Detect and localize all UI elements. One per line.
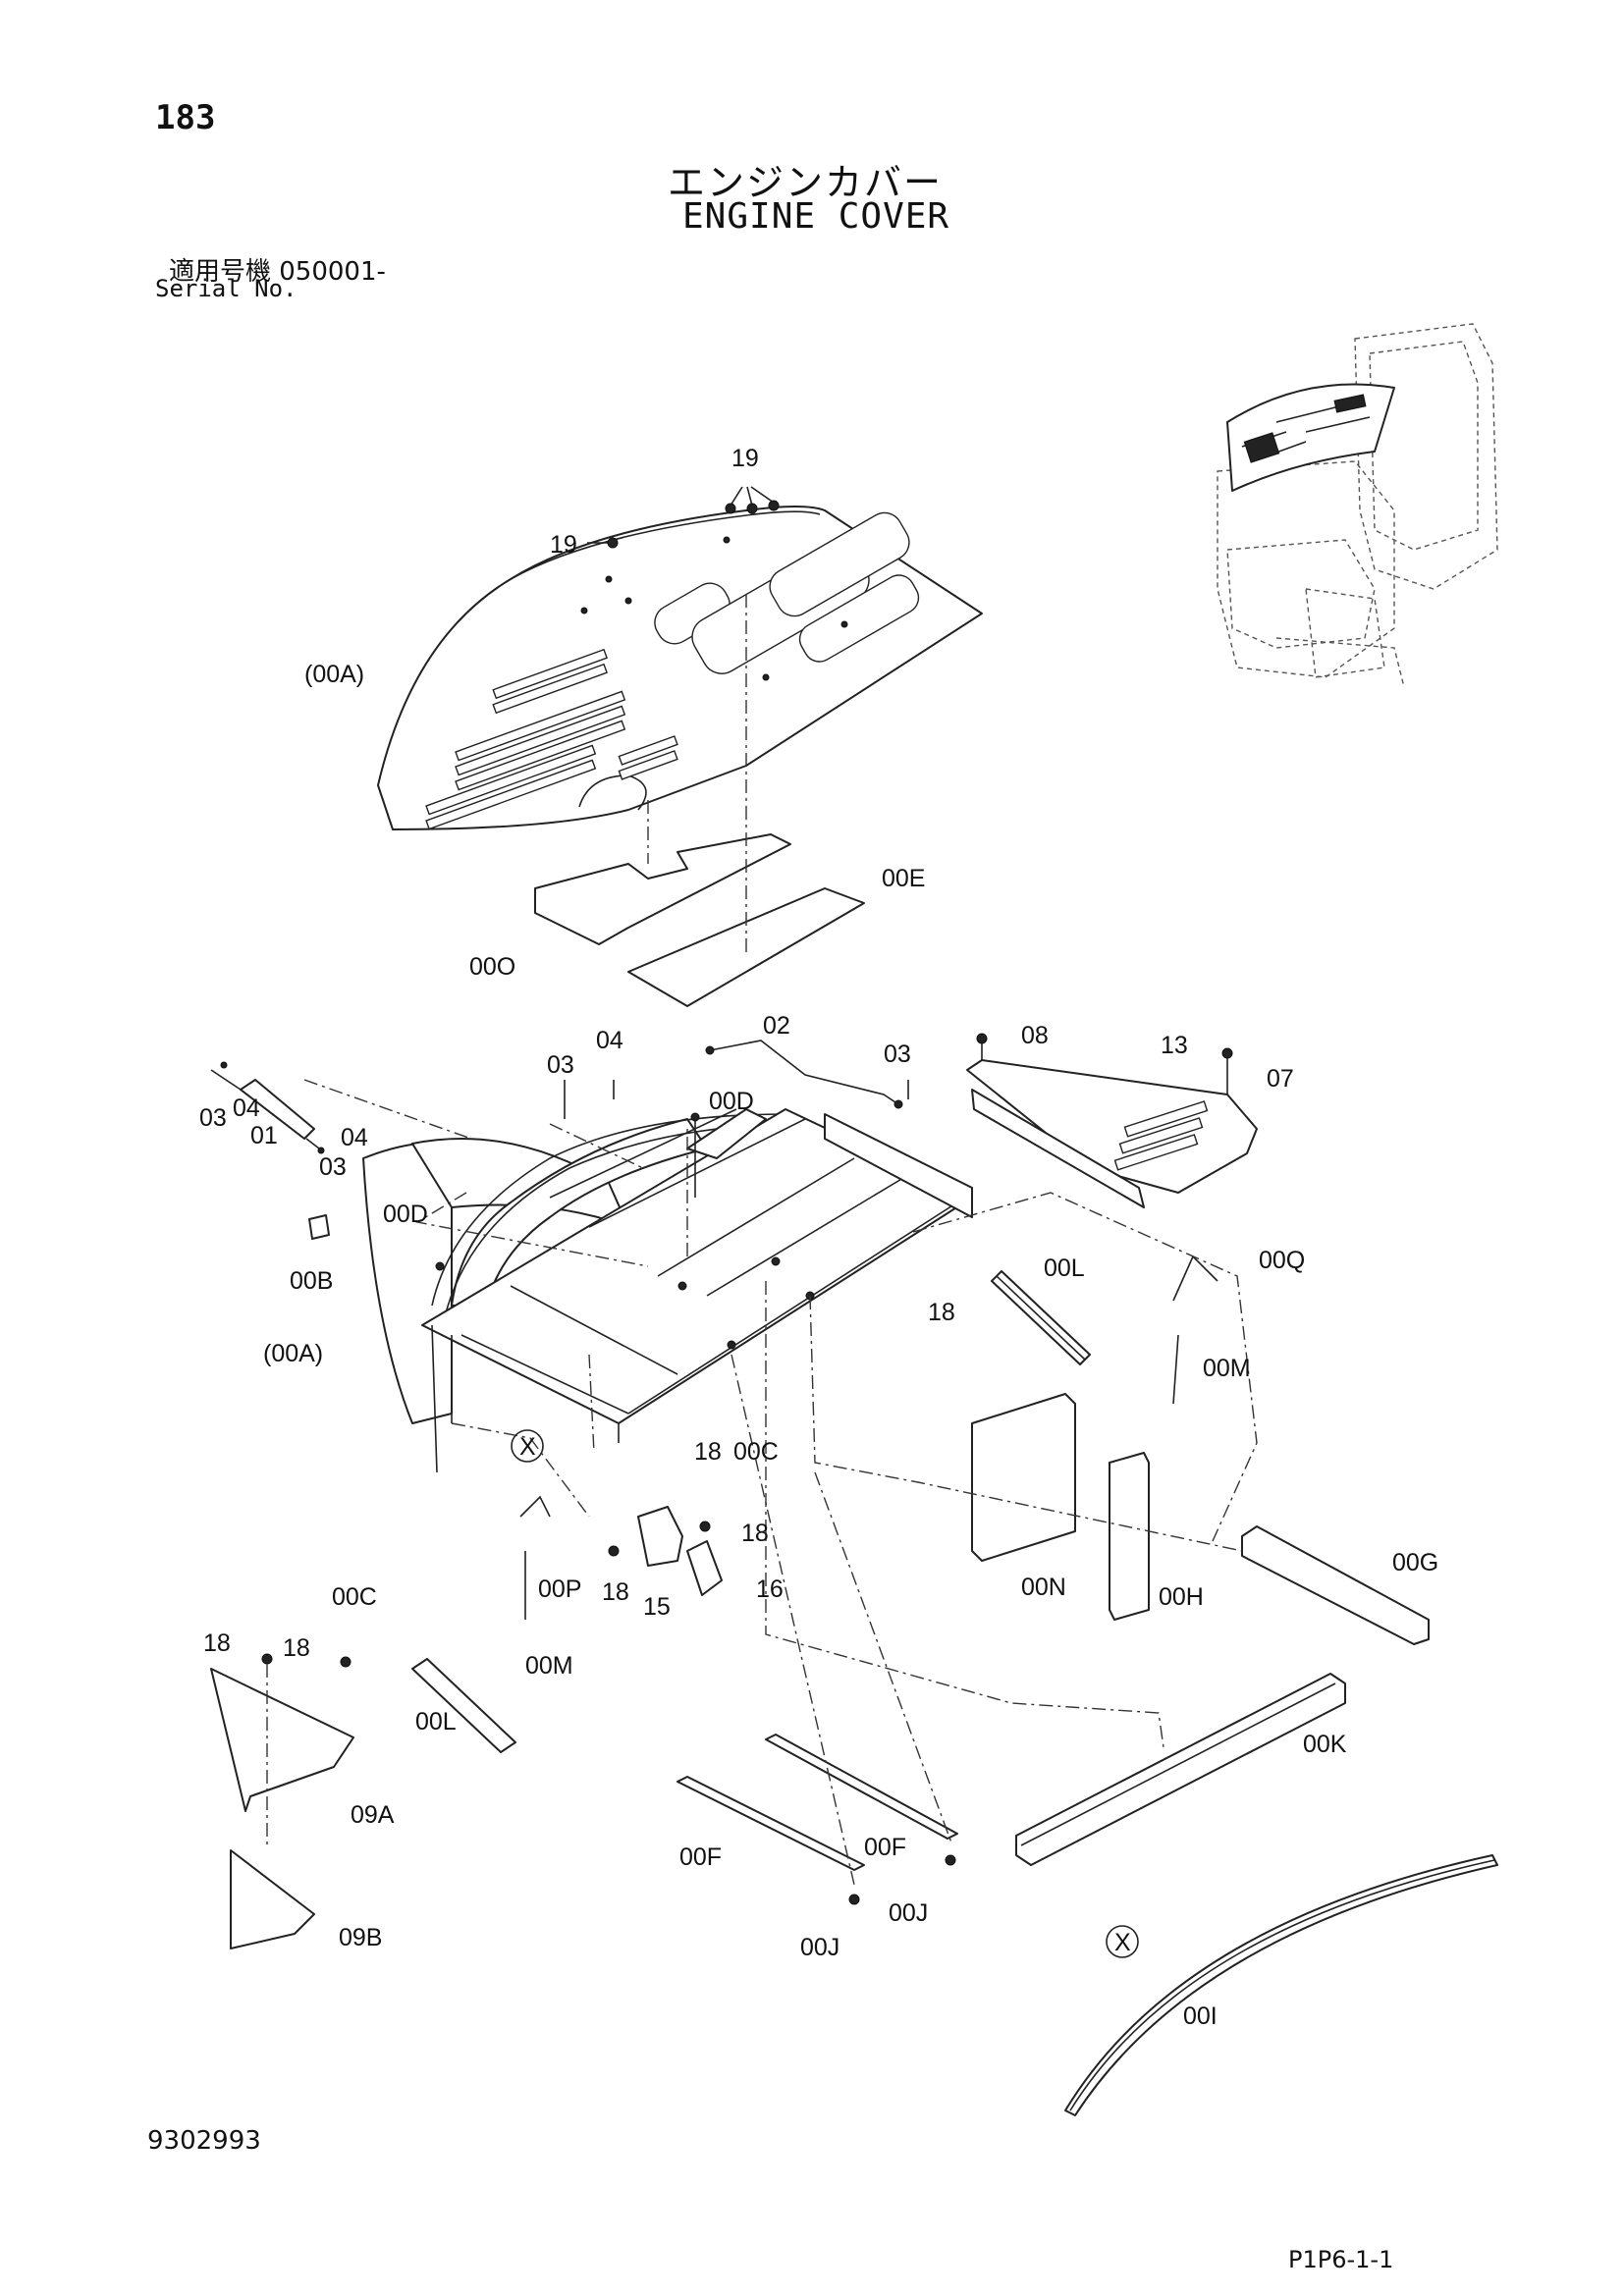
gas-spring-and-fasteners	[210, 1040, 909, 1271]
callout-19-top: 19	[731, 445, 759, 472]
top-cover-panel	[377, 506, 983, 830]
callout-00A-mid: (00A)	[263, 1340, 323, 1367]
callout-18-c: 18	[741, 1520, 769, 1547]
brackets-09	[210, 1653, 354, 1949]
callout-03-b: 03	[884, 1041, 911, 1068]
callout-00M-b: 00M	[525, 1652, 573, 1680]
callout-00C-a: 00C	[733, 1438, 779, 1466]
callout-00B: 00B	[290, 1267, 333, 1295]
callout-00A-top: (00A)	[304, 661, 364, 688]
view-x-marker-frame	[511, 1429, 544, 1463]
callout-00I: 00I	[1183, 2002, 1218, 2030]
callout-00O: 00O	[469, 953, 515, 981]
serial-applicability-jp: 適用号機 050001-	[169, 257, 386, 287]
callout-07: 07	[1267, 1065, 1294, 1093]
callout-00F-a: 00F	[679, 1843, 722, 1871]
callout-00C-b: 00C	[332, 1583, 377, 1611]
callout-18-a: 18	[928, 1299, 955, 1326]
hinge-assembly	[608, 1506, 723, 1596]
foam-blocks	[971, 1393, 1430, 1866]
bolt-19-set	[587, 486, 780, 549]
callout-13: 13	[1161, 1032, 1188, 1059]
callout-00Q: 00Q	[1259, 1247, 1305, 1274]
callout-00D-b: 00D	[383, 1201, 428, 1228]
engine-cover-frame	[362, 1108, 973, 1473]
document-number: 9302993	[147, 2126, 261, 2156]
insulation-pads	[534, 594, 865, 1007]
callout-15: 15	[643, 1593, 671, 1621]
callout-04-b: 04	[233, 1095, 260, 1122]
callout-08: 08	[1021, 1022, 1049, 1049]
callout-04-a: 04	[596, 1027, 623, 1054]
callout-00J-b: 00J	[889, 1899, 928, 1927]
seal-strip-00I	[1064, 1854, 1498, 2116]
machine-locator-illustration	[1217, 323, 1498, 688]
callout-03-c: 03	[199, 1104, 227, 1132]
callout-00N: 00N	[1021, 1574, 1066, 1601]
callout-00E: 00E	[882, 865, 925, 892]
callout-18-f: 18	[283, 1634, 310, 1662]
callout-00H: 00H	[1159, 1583, 1204, 1611]
callout-16: 16	[756, 1575, 784, 1603]
callout-09B: 09B	[339, 1924, 382, 1951]
callout-00M-a: 00M	[1203, 1355, 1251, 1382]
callout-04-c: 04	[341, 1124, 368, 1151]
callout-02: 02	[763, 1012, 790, 1040]
callout-18-e: 18	[203, 1629, 231, 1657]
callout-18-d: 18	[602, 1578, 629, 1606]
callout-00P: 00P	[538, 1575, 581, 1603]
stays-00F	[677, 1734, 958, 1905]
callout-19-left: 19	[550, 531, 577, 559]
page-number: 183	[155, 98, 216, 137]
callout-00D-a: 00D	[709, 1088, 754, 1115]
callout-00L-a: 00L	[1044, 1255, 1085, 1282]
callout-00F-b: 00F	[864, 1834, 906, 1861]
page-code: P1P6-1-1	[1288, 2246, 1394, 2273]
title-japanese: エンジンカバー	[668, 161, 944, 204]
title-english: ENGINE COVER	[682, 196, 950, 237]
assembly-leader-lines	[303, 1079, 1258, 1886]
callout-x-frame: X	[519, 1433, 536, 1461]
callout-03-a: 03	[547, 1051, 574, 1079]
view-x-marker-strip	[1106, 1925, 1139, 1958]
callout-00G: 00G	[1392, 1549, 1438, 1576]
cover-vent-slots	[425, 648, 678, 830]
callout-00J-a: 00J	[800, 1934, 839, 1961]
callout-00K: 00K	[1303, 1731, 1347, 1758]
callout-x-strip: X	[1114, 1929, 1131, 1956]
seals-and-rods	[411, 1255, 1218, 1753]
side-panel-07	[966, 1033, 1258, 1208]
callout-03-d: 03	[319, 1153, 347, 1181]
callout-01: 01	[250, 1122, 278, 1149]
callout-18-b: 18	[694, 1438, 722, 1466]
serial-number-label: Serial No.	[155, 275, 298, 302]
callout-09A: 09A	[351, 1801, 395, 1829]
callout-00L-b: 00L	[415, 1708, 457, 1735]
